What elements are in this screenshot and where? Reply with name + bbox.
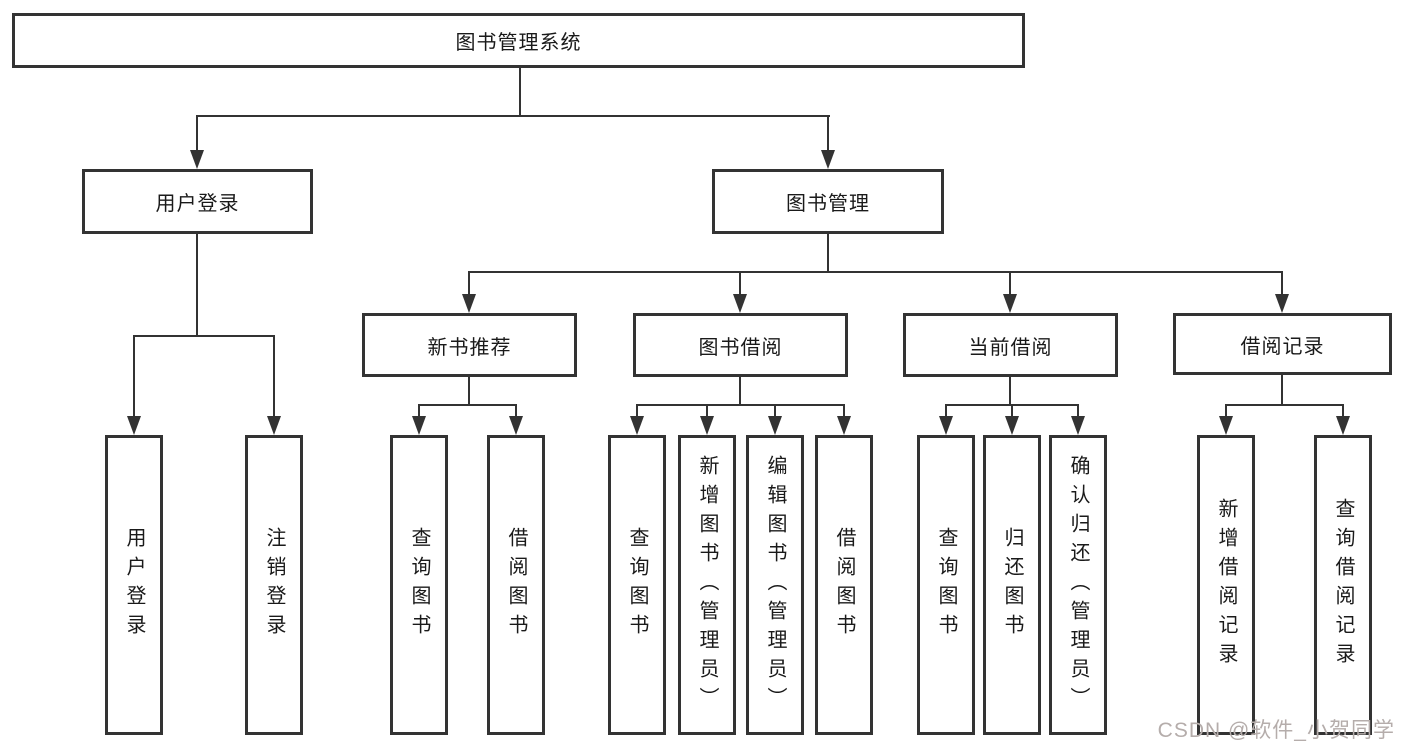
arrow-down-icon [509,416,523,435]
connector-drop-user-login [196,115,198,152]
node-book-borrowing: 图书借阅 [633,313,848,377]
arrow-down-icon [190,150,204,169]
connector-level3-branch [468,271,1283,273]
connector-drop-level3 [739,271,741,296]
arrow-down-icon [1219,416,1233,435]
arrow-down-icon [1005,416,1019,435]
leaf-confirm-return-admin: 确认归还（管理员） [1049,435,1107,735]
connector-drop-leaf [1342,404,1344,418]
arrow-down-icon [733,294,747,313]
connector-drop-leaf [1077,404,1079,418]
leaf-edit-book-admin: 编辑图书（管理员） [746,435,804,735]
connector-drop-level3 [1281,271,1283,296]
connector-drop-level3 [468,271,470,296]
leaf-user-login: 用户登录 [105,435,163,735]
connector-drop-leaf [418,404,420,418]
node-library-management-system: 图书管理系统 [12,13,1025,68]
connector-drop-leaf [515,404,517,418]
leaf-query-books-borrowing: 查询图书 [608,435,666,735]
arrow-down-icon [700,416,714,435]
node-new-book-recommendation: 新书推荐 [362,313,577,377]
arrow-down-icon [1003,294,1017,313]
connector-current-stem [1009,377,1011,406]
connector-drop-leaf [636,404,638,418]
connector-drop-leaf [273,335,275,418]
arrow-down-icon [837,416,851,435]
leaf-logout: 注销登录 [245,435,303,735]
arrow-down-icon [462,294,476,313]
connector-drop-leaf [945,404,947,418]
leaf-borrow-books-borrowing: 借阅图书 [815,435,873,735]
arrow-down-icon [768,416,782,435]
connector-borrowing-branch [636,404,845,406]
leaf-query-books-recommend: 查询图书 [390,435,448,735]
connector-borrowing-stem [739,377,741,406]
node-book-management: 图书管理 [712,169,944,234]
connector-drop-leaf [706,404,708,418]
arrow-down-icon [1336,416,1350,435]
connector-drop-leaf [774,404,776,418]
connector-level2-branch [196,115,830,117]
leaf-borrow-books-recommend: 借阅图书 [487,435,545,735]
connector-user-login-branch [133,335,274,337]
node-current-borrowing: 当前借阅 [903,313,1118,377]
arrow-down-icon [1071,416,1085,435]
connector-drop-leaf [1011,404,1013,418]
connector-records-branch [1225,404,1343,406]
connector-drop-book-management [827,115,829,152]
arrow-down-icon [267,416,281,435]
node-user-login: 用户登录 [82,169,313,234]
node-borrowing-records: 借阅记录 [1173,313,1392,375]
arrow-down-icon [630,416,644,435]
connector-drop-leaf [133,335,135,418]
connector-drop-level3 [1009,271,1011,296]
connector-recommend-stem [468,377,470,406]
arrow-down-icon [821,150,835,169]
connector-root-stem [519,68,521,116]
connector-recommend-branch [418,404,517,406]
arrow-down-icon [412,416,426,435]
connector-drop-leaf [1225,404,1227,418]
watermark: CSDN @软件_小贺同学 [1157,719,1395,742]
leaf-add-borrow-record: 新增借阅记录 [1197,435,1255,735]
arrow-down-icon [127,416,141,435]
connector-user-login-stem [196,234,198,337]
connector-records-stem [1281,375,1283,406]
leaf-query-borrow-record: 查询借阅记录 [1314,435,1372,735]
arrow-down-icon [1275,294,1289,313]
connector-drop-leaf [843,404,845,418]
leaf-add-book-admin: 新增图书（管理员） [678,435,736,735]
connector-book-management-stem [827,234,829,273]
leaf-return-book: 归还图书 [983,435,1041,735]
leaf-query-books-current: 查询图书 [917,435,975,735]
arrow-down-icon [939,416,953,435]
